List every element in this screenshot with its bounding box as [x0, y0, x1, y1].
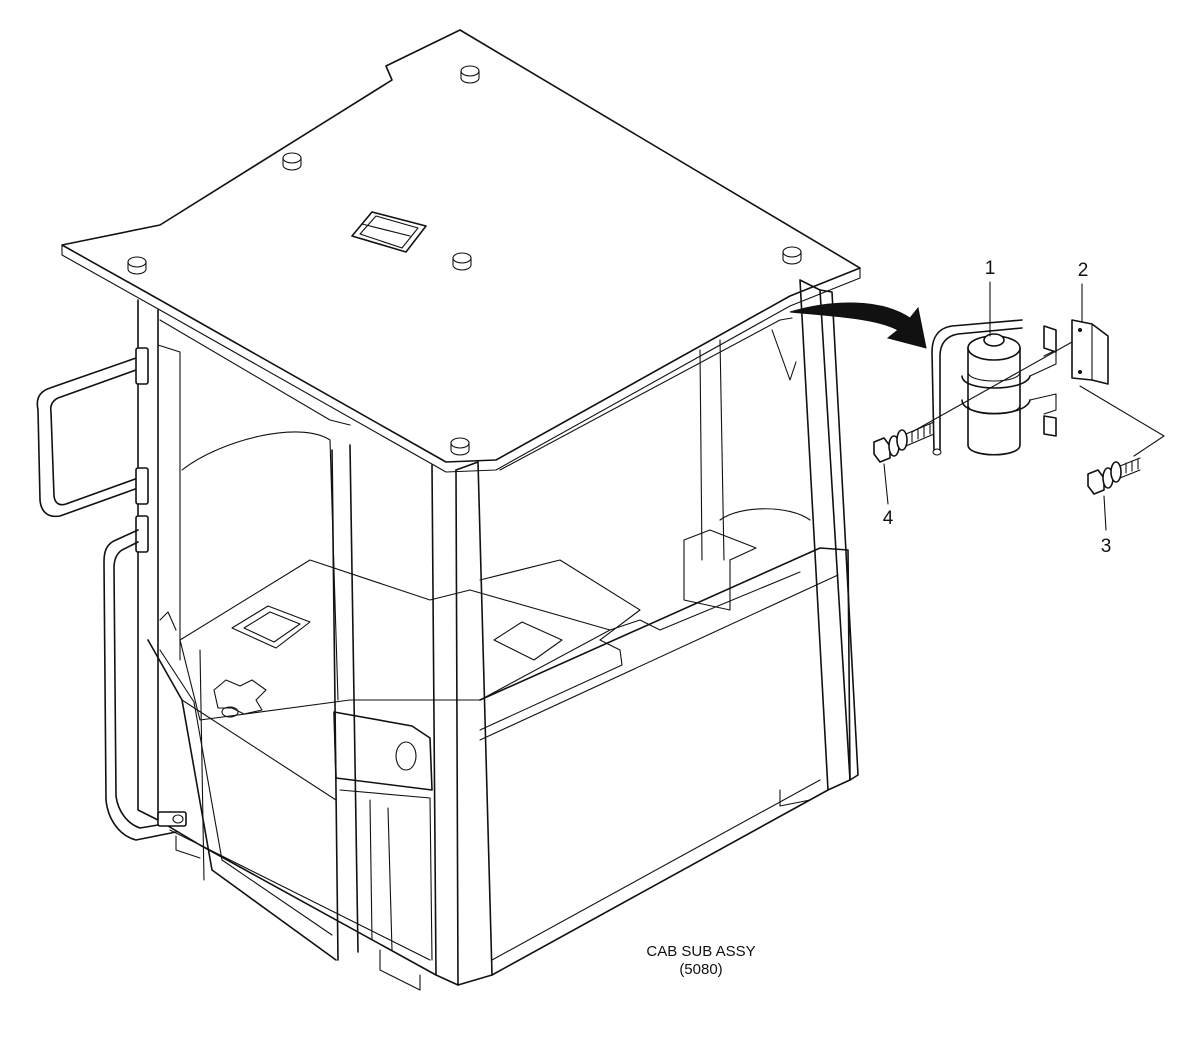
cab-roof [61, 29, 861, 473]
callout-1: 1 [985, 258, 996, 279]
receiver-dryer-assembly [873, 281, 1165, 531]
location-arrow [789, 302, 927, 349]
cab-floor [157, 508, 851, 991]
callout-4: 4 [883, 508, 894, 529]
caption-title: CAB SUB ASSY [646, 943, 755, 960]
caption-code: (5080) [679, 961, 722, 978]
bolt-3 [1087, 457, 1141, 531]
cab-frame [137, 279, 859, 986]
callout-3: 3 [1101, 536, 1112, 557]
callout-2: 2 [1078, 260, 1089, 281]
hand-rails [36, 347, 187, 841]
cab-door [147, 431, 339, 961]
bolt-4 [873, 421, 935, 505]
